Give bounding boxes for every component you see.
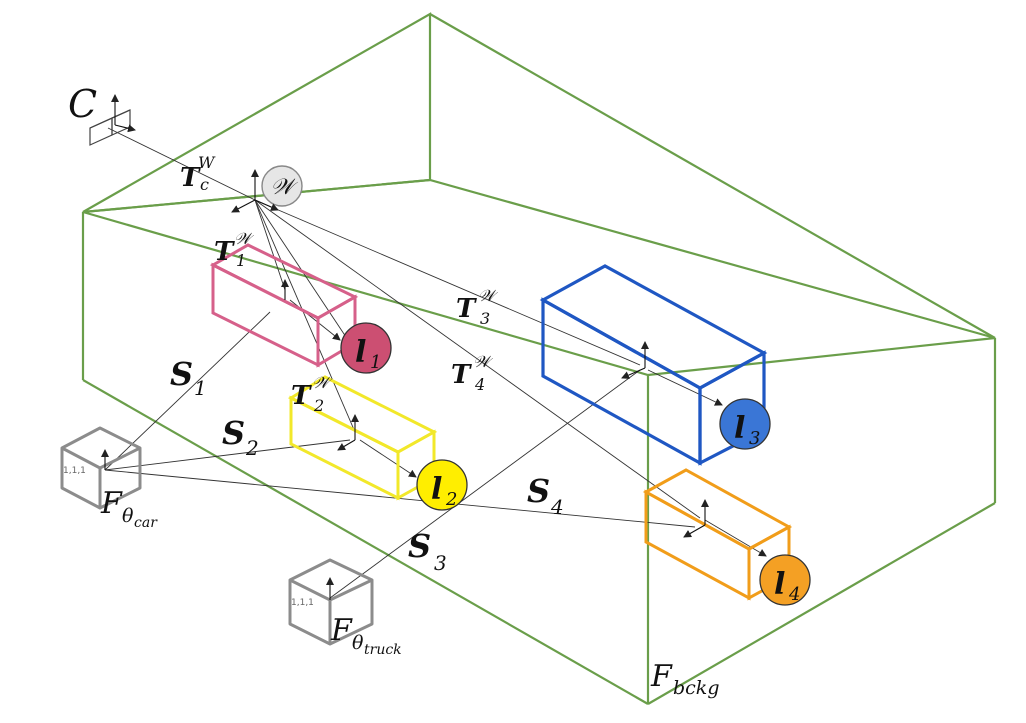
- camera-icon: [89, 94, 136, 146]
- t2-main: T: [291, 381, 312, 411]
- world-to-obj1-line: [254, 199, 286, 291]
- latent-l3-sub: 3: [749, 428, 760, 449]
- volume-back-right: [429, 13, 996, 339]
- latent-l1-circle: [340, 322, 392, 374]
- camera-label: C: [68, 82, 97, 126]
- s3-line: [329, 369, 641, 599]
- t3-main: T: [456, 294, 477, 324]
- f-truck-subsub: truck: [364, 642, 402, 658]
- f-truck-main: F: [330, 613, 353, 648]
- t2-sub: 2: [313, 396, 324, 415]
- latent-l1-main: l: [355, 335, 366, 370]
- volume-bottom-front-right: [647, 502, 996, 705]
- latent-l2-sub: 2: [445, 489, 457, 510]
- s2-sub: 2: [245, 436, 259, 460]
- f-truck-sub: θ: [352, 632, 364, 654]
- car-network-cube: [60, 426, 142, 510]
- background-volume: [81, 12, 997, 705]
- latent-l4-circle: [759, 554, 811, 606]
- s2-main: S: [222, 414, 245, 452]
- s1-sub: 1: [194, 376, 207, 400]
- s1-main: S: [170, 355, 193, 393]
- truck-network-cube: [288, 558, 374, 646]
- world-to-obj3-line: [254, 199, 641, 366]
- f-car-subsub: car: [134, 515, 158, 531]
- s3-sub: 3: [434, 551, 447, 575]
- t4-sub: 4: [474, 375, 485, 394]
- f-bckg-sub: bckg: [673, 677, 719, 699]
- latent-l2-main: l: [431, 472, 442, 507]
- volume-back-left: [82, 12, 432, 214]
- t4-sup: 𝒲: [473, 352, 494, 371]
- world-frame-icon: [231, 165, 303, 213]
- arrow-to-l2: [359, 439, 417, 478]
- world-to-obj4-line: [254, 199, 701, 519]
- t1-sup: 𝒲: [234, 229, 255, 248]
- t1-sub: 1: [236, 251, 246, 270]
- world-to-obj2-line: [254, 199, 356, 433]
- camera-world-line: [107, 127, 256, 201]
- t-camera-sup: W: [198, 153, 216, 172]
- t4-main: T: [451, 360, 472, 390]
- world-to-l1-line: [254, 199, 347, 338]
- arrow-to-l4: [704, 519, 767, 557]
- t1-main: T: [214, 237, 235, 267]
- volume-bottom-front-left: [82, 379, 649, 705]
- truck-cube-text: 1,1,1: [291, 598, 314, 608]
- volume-top-face: [82, 178, 996, 377]
- object-box-1: [209, 243, 359, 368]
- latent-l3-circle: [719, 398, 771, 450]
- object-box-2: [287, 375, 438, 501]
- f-bckg-main: F: [650, 659, 673, 694]
- t-camera-sub: c: [200, 175, 209, 194]
- latent-l1-sub: 1: [370, 352, 381, 373]
- car-cube-text: 1,1,1: [63, 466, 86, 476]
- f-car-sub: θ: [122, 505, 134, 527]
- s4-sub: 4: [550, 495, 564, 519]
- transform-lines: [104, 127, 767, 599]
- s2-line: [104, 439, 351, 471]
- latent-l2-circle: [416, 459, 468, 511]
- s4-main: S: [527, 472, 550, 510]
- latent-l4-sub: 4: [788, 584, 800, 605]
- t3-sub: 3: [480, 309, 490, 328]
- f-car-main: F: [100, 486, 123, 521]
- latent-l3-main: l: [734, 411, 745, 446]
- latent-l4-main: l: [774, 567, 785, 602]
- t3-sup: 𝒲: [478, 286, 499, 305]
- t-camera-main: T: [180, 163, 201, 193]
- s3-main: S: [408, 527, 431, 565]
- t2-sup: 𝒲: [312, 373, 333, 392]
- arrow-to-l3: [647, 369, 723, 406]
